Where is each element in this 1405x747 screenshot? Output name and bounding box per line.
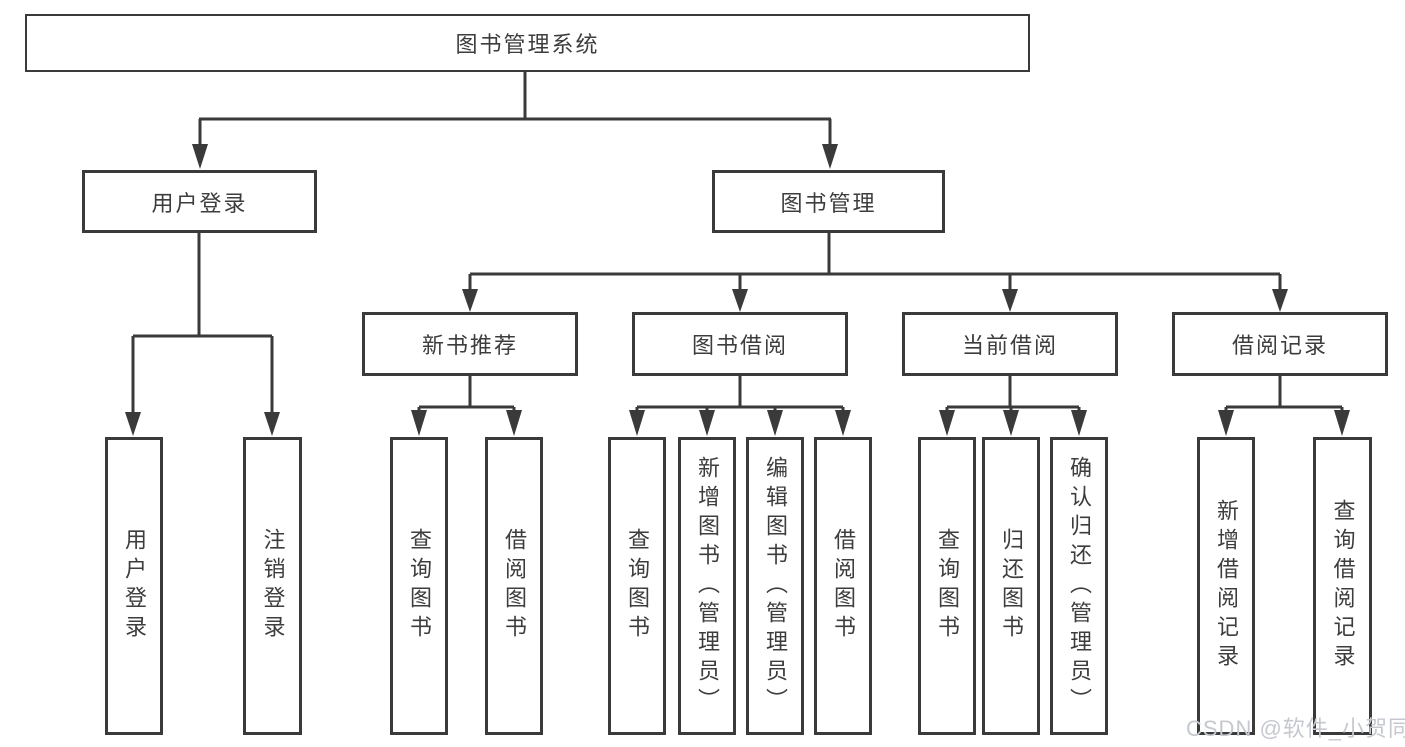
csdn-watermark: CSDN @软件_小贺同学	[1186, 716, 1405, 741]
leaf-current-return: 归还图书	[982, 437, 1040, 735]
leaf-newbooks-query-label: 查询图书	[407, 528, 432, 644]
arrowhead-cb-return	[1003, 410, 1019, 436]
arrowhead-book-borrow	[732, 289, 748, 312]
node-book-borrow-label: 图书借阅	[691, 333, 788, 358]
connector-new-books-group	[417, 375, 516, 412]
leaf-borrow-borrow-label: 借阅图书	[831, 528, 856, 644]
node-new-books-label: 新书推荐	[421, 333, 518, 358]
leaf-borrow-edit-admin: 编辑图书（管理员）	[746, 437, 804, 735]
node-current-borrow-label: 当前借阅	[961, 333, 1058, 358]
node-book-mgmt-label: 图书管理	[780, 190, 877, 216]
leaf-records-add: 新增借阅记录	[1197, 437, 1255, 735]
arrowhead-nb-borrow	[506, 410, 522, 436]
leaf-borrow-borrow: 借阅图书	[814, 437, 872, 735]
node-borrow-records: 借阅记录	[1172, 312, 1388, 376]
connector-user-login-group	[131, 233, 274, 413]
arrowhead-bb-query	[629, 410, 645, 436]
node-user-login: 用户登录	[82, 170, 317, 233]
leaf-current-query: 查询图书	[918, 437, 976, 735]
leaf-newbooks-query: 查询图书	[390, 437, 448, 735]
leaf-records-query: 查询借阅记录	[1313, 437, 1372, 735]
leaf-records-add-label: 新增借阅记录	[1214, 499, 1239, 673]
arrowhead-new-books	[462, 289, 478, 312]
leaf-logout-label: 注销登录	[260, 528, 286, 644]
leaf-user-login: 用户登录	[105, 437, 163, 735]
leaf-logout: 注销登录	[243, 437, 302, 735]
arrowhead-br-query	[1334, 410, 1350, 436]
arrowhead-leaf-login	[125, 412, 141, 436]
leaf-current-return-label: 归还图书	[999, 528, 1024, 644]
leaf-current-confirm-admin-label: 确认归还（管理员）	[1067, 455, 1092, 717]
node-book-mgmt: 图书管理	[712, 170, 945, 233]
leaf-borrow-add-admin-label: 新增图书（管理员）	[695, 455, 720, 717]
connector-book-mgmt-group	[468, 233, 1282, 291]
leaf-current-confirm-admin: 确认归还（管理员）	[1050, 437, 1108, 735]
arrowhead-br-add	[1218, 410, 1234, 436]
arrowhead-leaf-logout	[264, 412, 280, 436]
connector-current-borrow-group	[945, 375, 1081, 412]
leaf-current-query-label: 查询图书	[935, 528, 960, 644]
connector-borrow-records-group	[1224, 375, 1344, 412]
arrowhead-user-login	[192, 144, 208, 169]
node-new-books: 新书推荐	[362, 312, 578, 376]
arrowhead-book-mgmt	[822, 144, 838, 169]
node-root-label: 图书管理系统	[455, 32, 600, 57]
arrowhead-cb-confirm	[1071, 410, 1087, 436]
arrowhead-bb-borrow	[835, 410, 851, 436]
leaf-borrow-query: 查询图书	[608, 437, 666, 735]
leaf-user-login-label: 用户登录	[122, 528, 147, 644]
node-root: 图书管理系统	[25, 14, 1030, 72]
node-book-borrow: 图书借阅	[632, 312, 848, 376]
leaf-records-query-label: 查询借阅记录	[1330, 499, 1356, 673]
arrowhead-bb-edit	[767, 410, 783, 436]
node-borrow-records-label: 借阅记录	[1231, 333, 1328, 358]
leaf-newbooks-borrow: 借阅图书	[485, 437, 543, 735]
arrowhead-borrow-records	[1272, 289, 1288, 312]
leaf-newbooks-borrow-label: 借阅图书	[502, 528, 527, 644]
connector-root	[198, 71, 832, 146]
arrowhead-cb-query	[939, 410, 955, 436]
node-current-borrow: 当前借阅	[902, 312, 1118, 376]
leaf-borrow-query-label: 查询图书	[625, 528, 650, 644]
leaf-borrow-add-admin: 新增图书（管理员）	[678, 437, 736, 735]
connector-book-borrow-group	[635, 375, 845, 412]
arrowhead-nb-query	[411, 410, 427, 436]
arrowhead-bb-add	[699, 410, 715, 436]
leaf-borrow-edit-admin-label: 编辑图书（管理员）	[763, 455, 788, 717]
node-user-login-label: 用户登录	[151, 190, 248, 216]
arrowhead-current-borrow	[1002, 289, 1018, 312]
